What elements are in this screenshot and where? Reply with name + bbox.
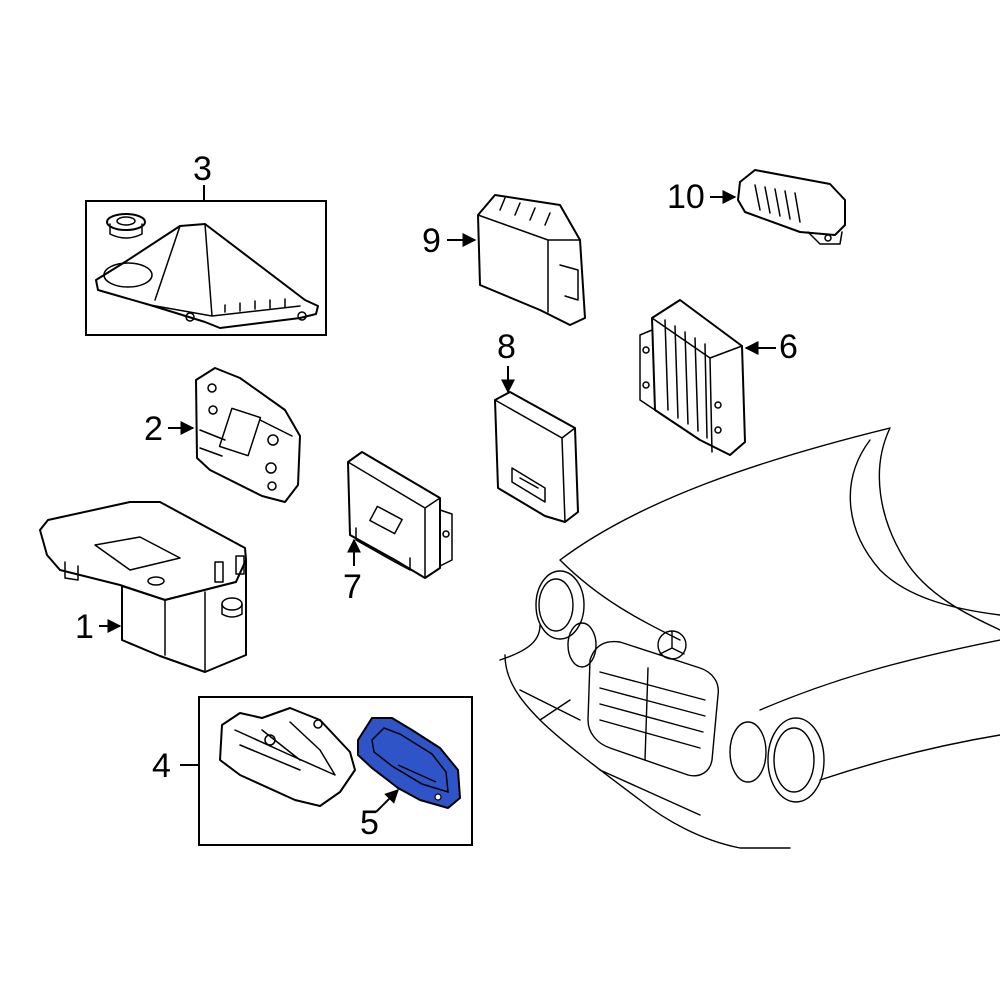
fusebox-recess bbox=[94, 536, 181, 571]
mercedes-star-icon bbox=[657, 630, 687, 660]
fusebox-knob-side bbox=[221, 603, 243, 618]
star-points bbox=[659, 631, 685, 655]
part-1-body bbox=[121, 559, 247, 673]
bracket4-lug bbox=[313, 719, 323, 729]
amp6-screw-a bbox=[642, 346, 650, 354]
car-headlight-left-outer bbox=[535, 570, 585, 640]
grommet-hole bbox=[116, 216, 136, 226]
car-grille-frame bbox=[587, 640, 719, 777]
fusebox-tab-b bbox=[235, 555, 245, 575]
bracket4-ribs bbox=[234, 721, 336, 776]
cover-screw-a bbox=[185, 312, 195, 322]
amp6-left-flange bbox=[639, 329, 656, 411]
callout-2: 2 bbox=[144, 410, 163, 448]
car-bumper bbox=[504, 654, 791, 849]
gasket-hole bbox=[434, 793, 442, 801]
callout-7: 7 bbox=[343, 568, 362, 606]
callout-6: 6 bbox=[779, 328, 798, 366]
bracket4-hole bbox=[264, 734, 276, 746]
car-body-lines bbox=[499, 624, 701, 816]
callout-8: 8 bbox=[497, 328, 516, 366]
part-4-group[interactable]: 4 bbox=[152, 696, 473, 846]
part-5-gasket-highlighted bbox=[357, 717, 461, 809]
callout-4: 4 bbox=[152, 747, 171, 785]
part-2-bracket-group[interactable]: 2 bbox=[144, 367, 301, 503]
part-6-amp-group[interactable]: 6 bbox=[639, 299, 798, 456]
part-1-lid bbox=[39, 501, 247, 601]
cover-ribs bbox=[224, 298, 286, 313]
part-3-cover-group[interactable]: 3 bbox=[85, 150, 327, 336]
part-1-fusebox-group[interactable]: 1 bbox=[39, 501, 247, 673]
amp6-fins bbox=[664, 319, 708, 439]
gasket-inner-outline bbox=[371, 727, 449, 794]
part-9-module bbox=[477, 194, 586, 326]
car-headlight-left-inner bbox=[538, 578, 574, 632]
callout-5: 5 bbox=[360, 804, 379, 842]
cover-edges bbox=[149, 223, 301, 317]
amp6-edges bbox=[651, 317, 743, 453]
module8-connector-slot bbox=[519, 477, 539, 489]
car-front-illustration bbox=[499, 427, 1000, 849]
module7-screw bbox=[442, 530, 450, 538]
part-9-module-group[interactable]: 9 bbox=[422, 194, 586, 326]
car-headlight-right-b-inner bbox=[773, 727, 815, 793]
part-6-amp bbox=[651, 299, 746, 456]
module7-edges bbox=[347, 461, 441, 579]
part-4-frame bbox=[198, 696, 473, 846]
car-headlight-right-a bbox=[729, 721, 767, 783]
module7-connector bbox=[355, 527, 411, 571]
relay10-fins bbox=[754, 184, 801, 223]
callout-10: 10 bbox=[667, 178, 705, 216]
grommet-icon bbox=[106, 213, 146, 231]
fusebox-tab-a bbox=[214, 561, 224, 583]
module7-flange bbox=[439, 509, 453, 567]
fusebox-post bbox=[147, 576, 165, 586]
part-7-module-group[interactable]: 7 bbox=[343, 451, 453, 606]
bracket-window bbox=[218, 407, 262, 457]
module9-pins bbox=[499, 197, 551, 226]
module8-connector bbox=[511, 467, 546, 503]
fusebox-foot bbox=[64, 561, 79, 581]
part-4-bracket bbox=[219, 707, 356, 807]
car-hood-crease bbox=[849, 439, 1000, 616]
part-8-module bbox=[494, 391, 579, 523]
bracket-hole-e bbox=[267, 481, 277, 491]
bracket-ribs bbox=[199, 419, 293, 457]
cover-round-port bbox=[103, 262, 153, 288]
part-5-leader bbox=[375, 789, 399, 813]
car-grille-slats bbox=[599, 667, 706, 761]
bracket-hole-c bbox=[267, 434, 279, 446]
bracket-hole-a bbox=[207, 383, 217, 393]
part-3-cover bbox=[95, 223, 319, 329]
callout-9: 9 bbox=[422, 222, 441, 260]
car-hood bbox=[559, 427, 1000, 641]
part-8-module-group[interactable]: 8 bbox=[494, 328, 579, 523]
car-headlight-right-b-outer bbox=[767, 717, 825, 803]
amp6-screw-c bbox=[714, 401, 722, 409]
gasket-slot bbox=[397, 764, 437, 783]
amp6-screw-d bbox=[714, 426, 722, 434]
car-side-lines bbox=[759, 639, 1000, 781]
cover-screw-b bbox=[297, 311, 307, 321]
relay10-hole bbox=[824, 234, 832, 242]
car-foglight-left bbox=[567, 622, 597, 668]
part-10-relay-group[interactable]: 10 bbox=[667, 169, 846, 245]
bracket-hole-d bbox=[265, 462, 277, 474]
callout-1: 1 bbox=[75, 608, 94, 646]
amp6-screw-b bbox=[642, 381, 650, 389]
fusebox-edges bbox=[164, 591, 206, 673]
part-10-relay bbox=[737, 169, 846, 236]
module9-clip bbox=[559, 264, 579, 301]
module7-label-plate bbox=[369, 505, 403, 535]
module8-edges bbox=[494, 399, 576, 523]
module9-edges bbox=[477, 214, 581, 313]
relay10-tab bbox=[807, 231, 843, 245]
callout-3: 3 bbox=[193, 150, 212, 188]
part-2-bracket bbox=[195, 367, 301, 503]
part-5-gasket-group[interactable]: 5 bbox=[357, 717, 461, 842]
bracket-hole-b bbox=[208, 405, 218, 415]
part-3-frame bbox=[85, 200, 327, 336]
grommet-body bbox=[109, 223, 143, 239]
